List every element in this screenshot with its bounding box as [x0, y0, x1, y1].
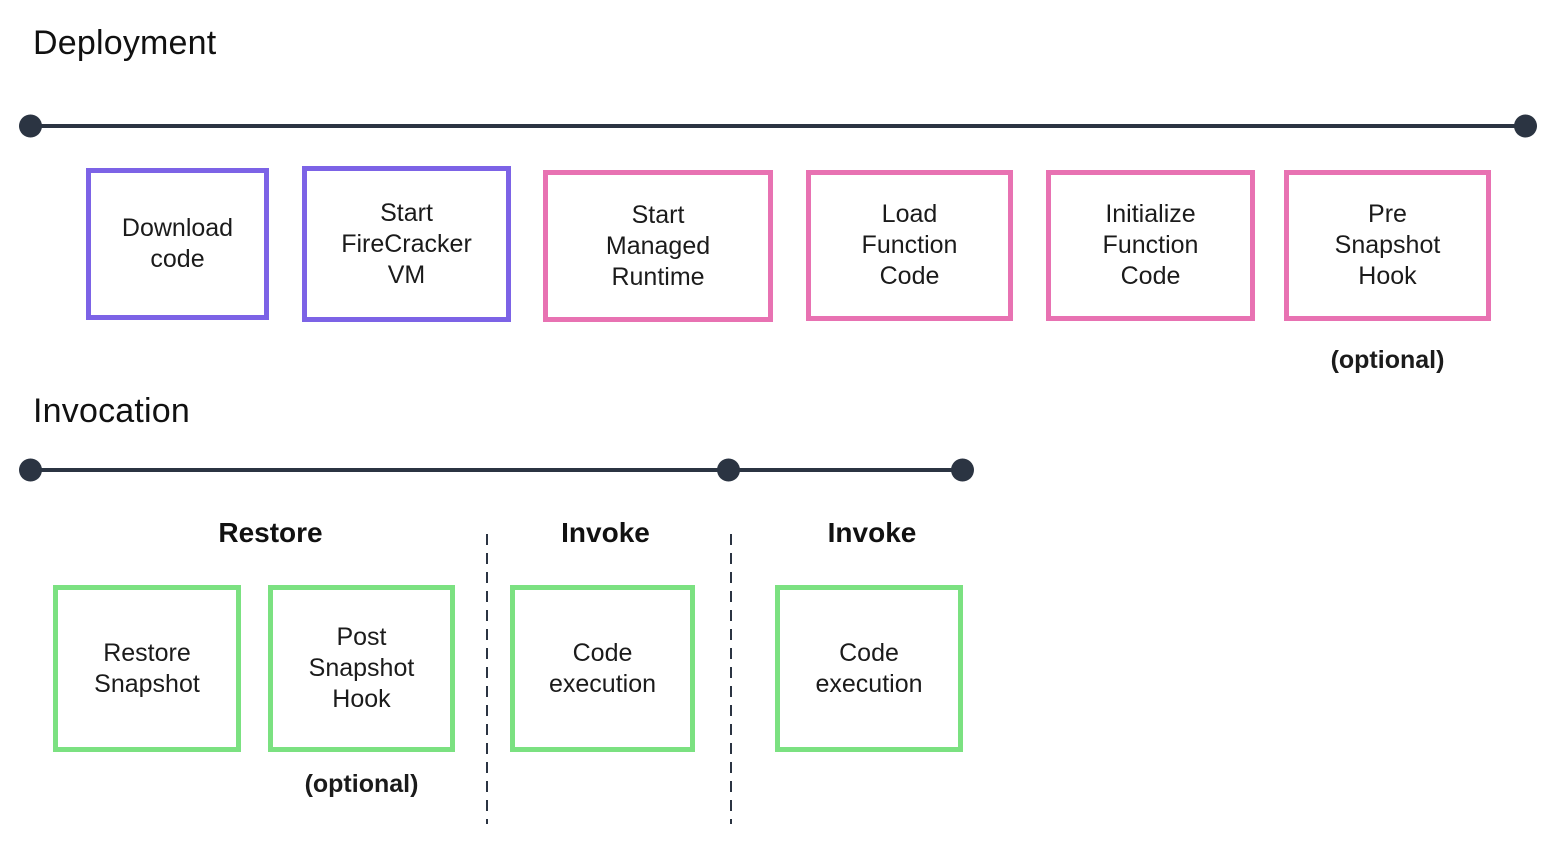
- deployment-step-pre-snapshot-hook: Pre Snapshot Hook: [1284, 170, 1491, 321]
- step-label: Post Snapshot Hook: [308, 623, 415, 713]
- deployment-step-initialize-function-code: Initialize Function Code: [1046, 170, 1255, 321]
- step-label: Restore Snapshot: [94, 638, 200, 698]
- deployment-section-title: Deployment: [33, 24, 217, 62]
- phase-label-invoke-2: Invoke: [827, 517, 917, 548]
- step-label: Code execution: [548, 638, 657, 698]
- step-label: Load Function Code: [861, 200, 958, 290]
- invocation-step-restore-snapshot: Restore Snapshot: [53, 585, 241, 752]
- invocation-timeline-end-dot: [951, 458, 974, 482]
- phase-label-restore: Restore: [218, 517, 323, 548]
- deployment-timeline: [19, 114, 1537, 138]
- invocation-timeline: [19, 458, 974, 482]
- invocation-timeline-middle-dot: [717, 458, 740, 482]
- invocation-step-post-snapshot-hook: Post Snapshot Hook: [268, 585, 455, 752]
- step-label: Download code: [121, 214, 234, 273]
- phase-divider-invoke-invoke: [730, 534, 732, 824]
- step-label: Start FireCracker VM: [341, 198, 472, 289]
- deployment-timeline-start-dot: [19, 114, 42, 138]
- step-label: Start Managed Runtime: [605, 200, 711, 291]
- step-label: Pre Snapshot Hook: [1334, 200, 1441, 290]
- invocation-step-code-execution-1: Code execution: [510, 585, 695, 752]
- pre-snapshot-hook-optional-note: (optional): [1330, 346, 1445, 374]
- invocation-section-title: Invocation: [33, 392, 190, 430]
- phase-divider-restore-invoke: [486, 534, 488, 824]
- deployment-timeline-end-dot: [1514, 114, 1537, 138]
- post-snapshot-hook-optional-note: (optional): [304, 770, 419, 798]
- deployment-step-load-function-code: Load Function Code: [806, 170, 1013, 321]
- deployment-step-download-code: Download code: [86, 168, 269, 320]
- deployment-step-start-managed-runtime: Start Managed Runtime: [543, 170, 773, 322]
- invocation-timeline-start-dot: [19, 458, 42, 482]
- phase-label-invoke-1: Invoke: [561, 517, 650, 548]
- invocation-step-code-execution-2: Code execution: [775, 585, 963, 752]
- step-label: Code execution: [815, 638, 923, 698]
- step-label: Initialize Function Code: [1102, 200, 1199, 290]
- deployment-step-start-firecracker-vm: Start FireCracker VM: [302, 166, 511, 322]
